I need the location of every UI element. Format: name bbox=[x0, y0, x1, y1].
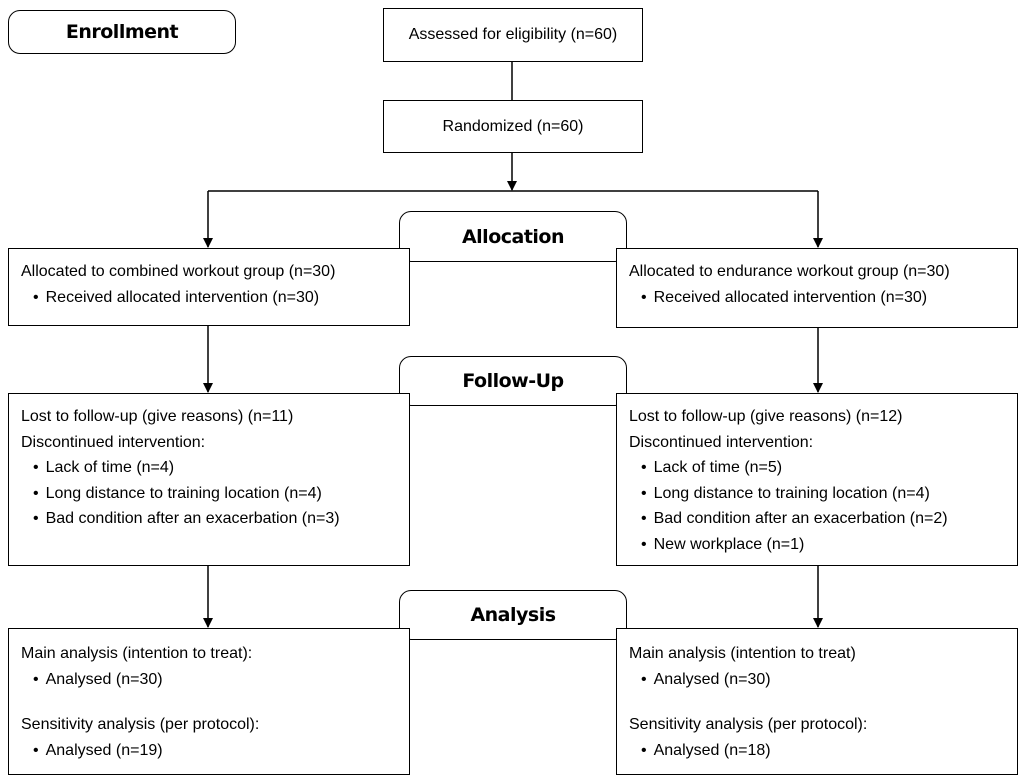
follow-up-right-lost: Lost to follow-up (give reasons) (n=12) bbox=[629, 408, 903, 425]
list-item: Long distance to training location (n=4) bbox=[21, 481, 397, 507]
randomized-text: Randomized (n=60) bbox=[442, 117, 584, 135]
stage-enrollment: Enrollment bbox=[8, 10, 236, 54]
stage-analysis: Analysis bbox=[399, 590, 627, 640]
list-item: Analysed (n=30) bbox=[629, 667, 1005, 693]
follow-up-right-box: Lost to follow-up (give reasons) (n=12) … bbox=[616, 393, 1018, 566]
randomized-box: Randomized (n=60) bbox=[383, 100, 643, 153]
allocation-left-title: Allocated to combined workout group (n=3… bbox=[21, 263, 336, 280]
analysis-right-box: Main analysis (intention to treat) Analy… bbox=[616, 628, 1018, 775]
allocation-right-title: Allocated to endurance workout group (n=… bbox=[629, 263, 950, 280]
list-item: Lack of time (n=4) bbox=[21, 455, 397, 481]
list-item: Analysed (n=19) bbox=[21, 738, 397, 764]
follow-up-left-lost: Lost to follow-up (give reasons) (n=11) bbox=[21, 408, 294, 425]
follow-up-left-box: Lost to follow-up (give reasons) (n=11) … bbox=[8, 393, 410, 566]
list-item: Bad condition after an exacerbation (n=2… bbox=[629, 506, 1005, 532]
analysis-left-main: Main analysis (intention to treat): bbox=[21, 645, 253, 662]
assessed-box: Assessed for eligibility (n=60) bbox=[383, 8, 643, 62]
spacer bbox=[21, 692, 397, 712]
allocation-right-list: Received allocated intervention (n=30) bbox=[629, 285, 1005, 311]
list-item: Bad condition after an exacerbation (n=3… bbox=[21, 506, 397, 532]
allocation-left-list: Received allocated intervention (n=30) bbox=[21, 285, 397, 311]
assessed-text: Assessed for eligibility (n=60) bbox=[408, 26, 618, 43]
stage-follow-up: Follow-Up bbox=[399, 356, 627, 406]
list-item: Received allocated intervention (n=30) bbox=[21, 285, 397, 311]
list-item: Analysed (n=30) bbox=[21, 667, 397, 693]
list-item: Lack of time (n=5) bbox=[629, 455, 1005, 481]
analysis-left-sensitivity: Sensitivity analysis (per protocol): bbox=[21, 716, 260, 733]
analysis-left-main-list: Analysed (n=30) bbox=[21, 667, 397, 693]
analysis-left-sensitivity-list: Analysed (n=19) bbox=[21, 738, 397, 764]
follow-up-right-discontinued: Discontinued intervention: bbox=[629, 433, 814, 451]
analysis-right-sensitivity: Sensitivity analysis (per protocol): bbox=[629, 716, 868, 733]
analysis-right-main: Main analysis (intention to treat) bbox=[629, 645, 856, 662]
list-item: Long distance to training location (n=4) bbox=[629, 481, 1005, 507]
analysis-left-box: Main analysis (intention to treat): Anal… bbox=[8, 628, 410, 775]
analysis-right-sensitivity-list: Analysed (n=18) bbox=[629, 738, 1005, 764]
stage-allocation: Allocation bbox=[399, 211, 627, 262]
list-item: New workplace (n=1) bbox=[629, 532, 1005, 558]
follow-up-right-list: Lack of time (n=5) Long distance to trai… bbox=[629, 455, 1005, 557]
allocation-right-box: Allocated to endurance workout group (n=… bbox=[616, 248, 1018, 328]
list-item: Analysed (n=18) bbox=[629, 738, 1005, 764]
follow-up-left-list: Lack of time (n=4) Long distance to trai… bbox=[21, 455, 397, 532]
allocation-left-box: Allocated to combined workout group (n=3… bbox=[8, 248, 410, 326]
spacer bbox=[629, 692, 1005, 712]
analysis-right-main-list: Analysed (n=30) bbox=[629, 667, 1005, 693]
list-item: Received allocated intervention (n=30) bbox=[629, 285, 1005, 311]
follow-up-left-discontinued: Discontinued intervention: bbox=[21, 433, 206, 451]
